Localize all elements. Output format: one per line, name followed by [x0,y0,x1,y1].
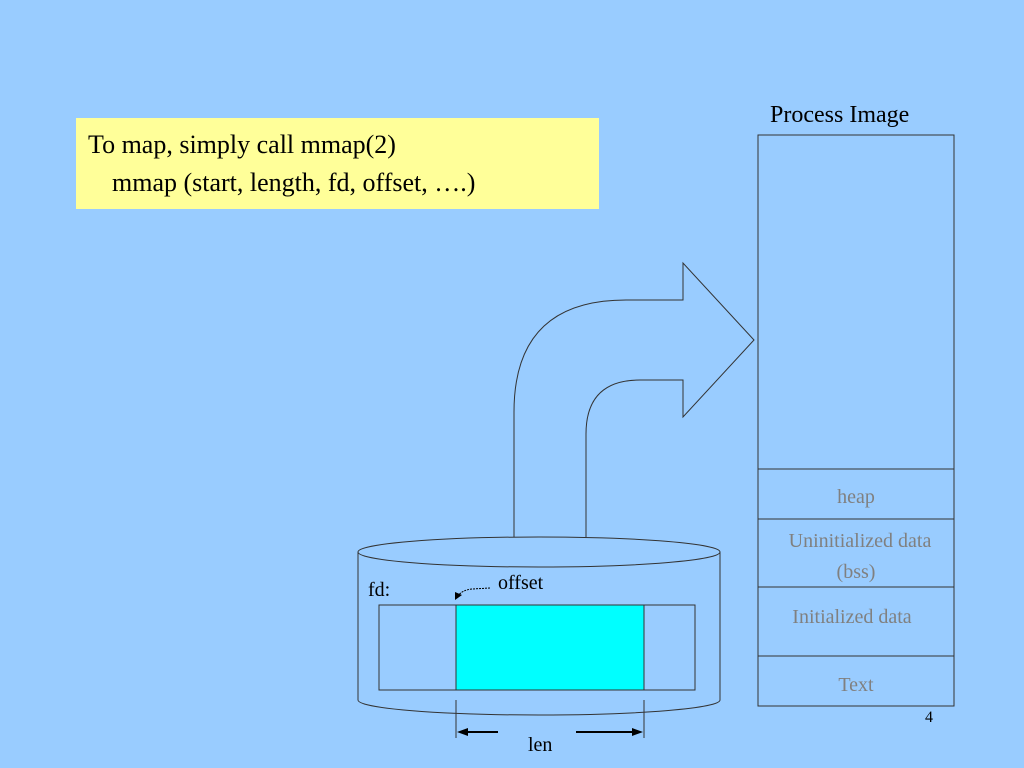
segment-bss-line-2: (bss) [836,561,876,583]
page-number: 4 [925,709,933,726]
file-cylinder-top [357,536,721,568]
segment-initialized: Initialized data [792,606,912,628]
mapped-region [455,604,645,691]
process-image-title: Process Image [770,102,910,128]
fd-label: fd: [368,579,391,601]
segment-heap: heap [837,486,875,508]
len-label: len [528,734,553,756]
process-image-box [757,134,955,707]
mmap-callout: To map, simply call mmap(2) mmap (start,… [76,118,599,209]
offset-arrowhead [455,592,462,600]
offset-pointer [457,587,491,597]
segment-bss-line-1: Uninitialized data [788,530,932,552]
segment-text: Text [838,674,874,696]
mapping-arrow [513,261,755,537]
len-arrowhead-right [632,728,643,736]
callout-line-1: To map, simply call mmap(2) [88,130,396,159]
offset-label: offset [498,572,544,594]
len-arrowhead-left [457,728,468,736]
callout-line-2: mmap (start, length, fd, offset, ….) [112,168,476,197]
